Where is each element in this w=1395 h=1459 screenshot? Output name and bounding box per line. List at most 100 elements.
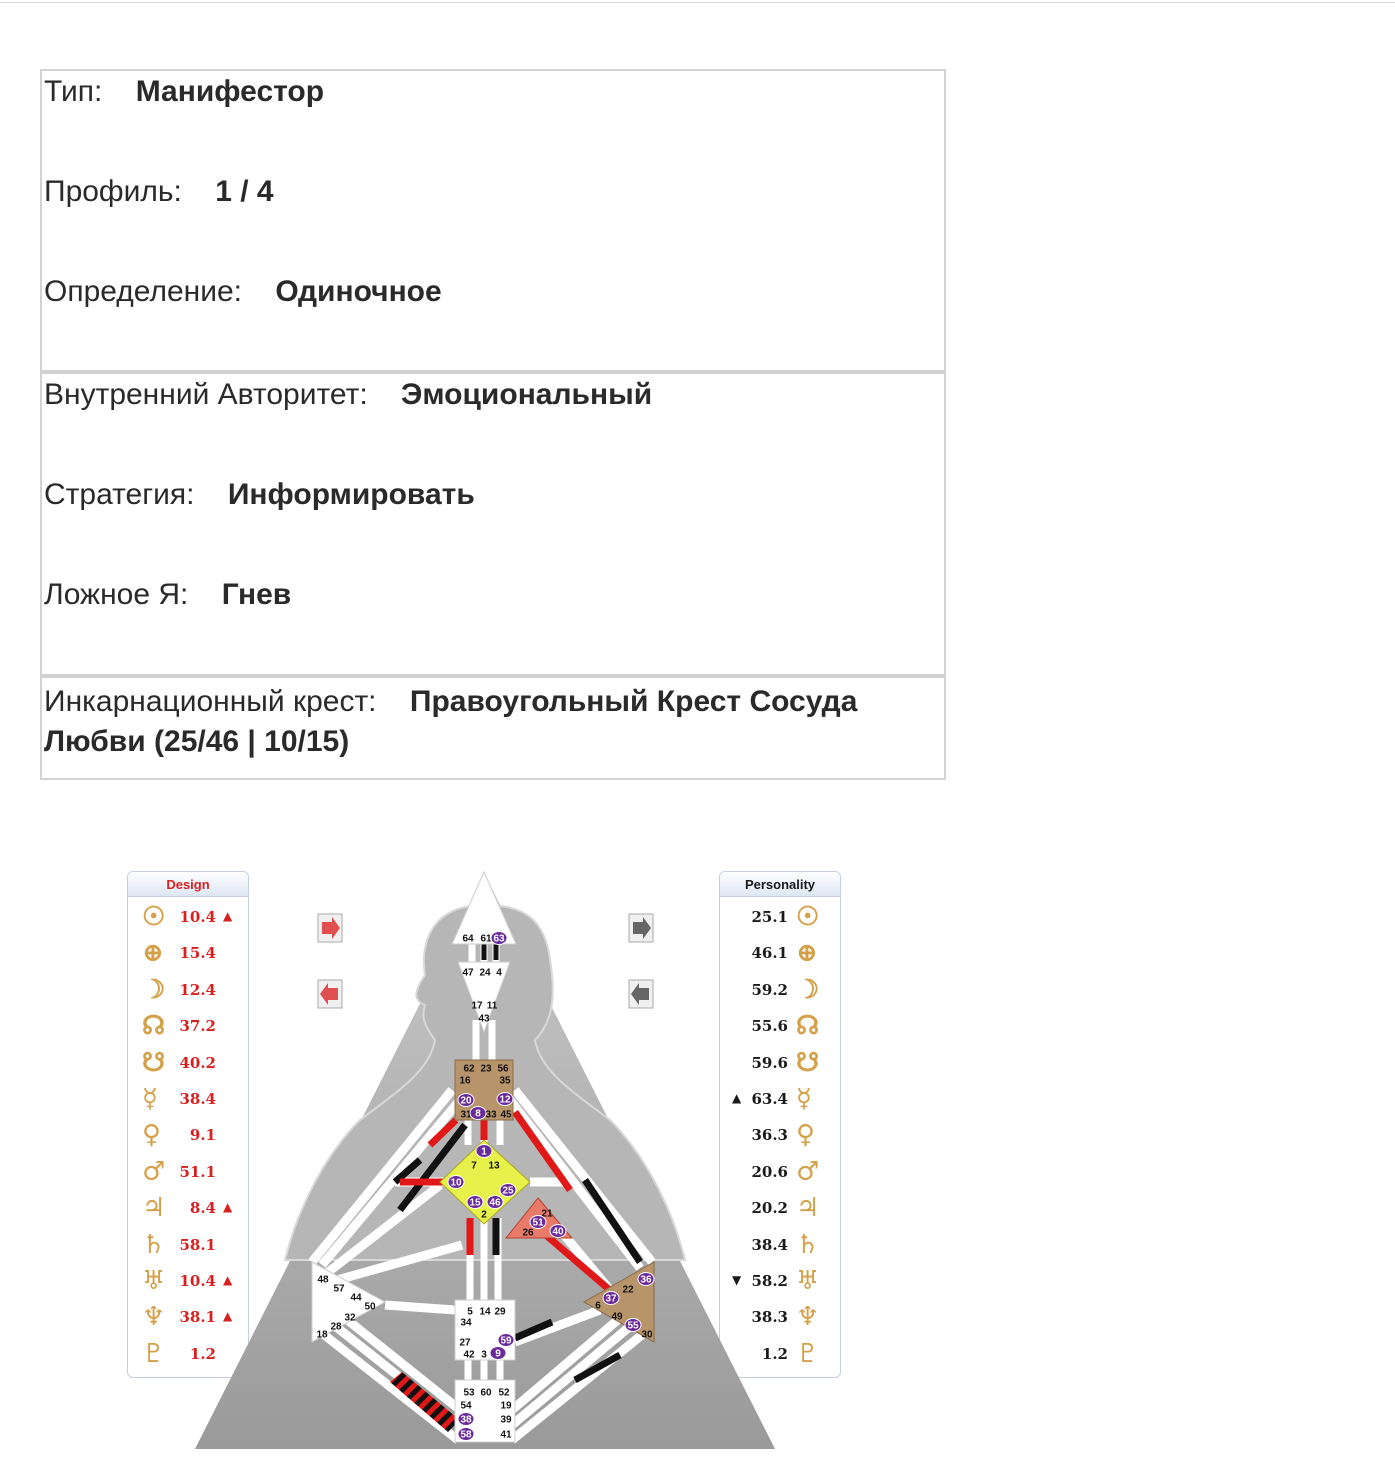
gate-34: 34 xyxy=(460,1318,472,1329)
north-node-icon: ☊ xyxy=(142,1011,166,1042)
planet-value: 38.3 xyxy=(751,1308,788,1327)
gate-7: 7 xyxy=(471,1161,477,1172)
arrow-left-icon xyxy=(320,983,338,1005)
personality-prev-button[interactable] xyxy=(628,979,654,1009)
gate-63: 63 xyxy=(490,931,508,945)
planet-value: 58.1 xyxy=(179,1235,216,1254)
spleen-center xyxy=(311,1261,387,1343)
definition-label: Определение: xyxy=(44,275,243,308)
gate-44: 44 xyxy=(350,1293,362,1304)
svg-text:12: 12 xyxy=(499,1095,511,1106)
gate-5: 5 xyxy=(467,1307,473,1318)
gate-48: 48 xyxy=(317,1275,329,1286)
gate-12: 12 xyxy=(496,1092,514,1106)
planet-value: 9.1 xyxy=(189,1126,216,1145)
planet-row: ♅10.4▲ xyxy=(128,1264,248,1300)
activation-mark: ▲ xyxy=(732,1091,742,1105)
svg-text:50: 50 xyxy=(364,1302,376,1313)
personality-panel-title: Personality xyxy=(720,872,840,897)
svg-text:53: 53 xyxy=(463,1388,475,1399)
gate-4: 4 xyxy=(496,968,502,979)
svg-text:62: 62 xyxy=(463,1064,475,1075)
svg-text:37: 37 xyxy=(605,1294,617,1305)
svg-text:10: 10 xyxy=(450,1178,462,1189)
saturn-icon: ♄ xyxy=(142,1229,166,1260)
cross-row: Инкарнационный крест: Правоугольный Крес… xyxy=(44,682,924,762)
svg-text:2: 2 xyxy=(481,1210,487,1221)
svg-text:31: 31 xyxy=(460,1110,472,1121)
gate-31: 31 xyxy=(460,1110,472,1121)
notself-row: Ложное Я: Гнев xyxy=(44,578,291,612)
svg-text:49: 49 xyxy=(611,1312,623,1323)
gate-33: 33 xyxy=(485,1110,497,1121)
svg-text:52: 52 xyxy=(498,1388,510,1399)
mercury-icon: ☿ xyxy=(796,1084,812,1114)
svg-text:22: 22 xyxy=(622,1285,634,1296)
moon-icon: ☽ xyxy=(142,974,166,1005)
mars-icon: ♂ xyxy=(142,1156,166,1187)
moon-icon: ☽ xyxy=(796,974,820,1005)
svg-text:20: 20 xyxy=(460,1096,472,1107)
notself-value: Гнев xyxy=(221,578,292,611)
gate-27: 27 xyxy=(459,1338,471,1349)
gate-16: 16 xyxy=(459,1076,471,1087)
svg-text:57: 57 xyxy=(333,1284,345,1295)
planet-value: 20.6 xyxy=(751,1162,788,1181)
gate-58: 58 xyxy=(457,1427,475,1441)
venus-icon: ♀ xyxy=(142,1120,162,1151)
gate-3: 3 xyxy=(481,1350,487,1361)
personality-next-button[interactable] xyxy=(628,913,654,943)
svg-text:16: 16 xyxy=(459,1076,471,1087)
earth-icon: ⊕ xyxy=(796,938,818,969)
svg-text:29: 29 xyxy=(494,1307,506,1318)
planet-row: ☉25.1 xyxy=(720,900,840,936)
gate-64: 64 xyxy=(462,934,474,945)
head-center xyxy=(451,870,517,945)
planet-value: 36.3 xyxy=(751,1126,788,1145)
channel-activation xyxy=(397,1122,468,1213)
svg-text:24: 24 xyxy=(479,968,491,979)
planet-row: ☋40.2 xyxy=(128,1046,248,1082)
arrow-left-icon xyxy=(631,983,649,1005)
gate-37: 37 xyxy=(602,1291,620,1305)
authority-row: Внутренний Авторитет: Эмоциональный xyxy=(44,378,652,412)
activation-mark: ▲ xyxy=(223,1273,233,1287)
channel-activation xyxy=(537,1227,615,1295)
svg-text:35: 35 xyxy=(499,1076,511,1087)
planet-row: ♅58.2▼ xyxy=(720,1264,840,1300)
gate-25: 25 xyxy=(499,1183,517,1197)
planet-value: 8.4 xyxy=(189,1199,216,1218)
jupiter-icon: ♃ xyxy=(142,1193,166,1224)
gate-61: 61 xyxy=(480,934,492,945)
svg-text:6: 6 xyxy=(595,1301,601,1312)
gate-21: 21 xyxy=(541,1209,553,1220)
gate-2: 2 xyxy=(481,1210,487,1221)
gate-22: 22 xyxy=(622,1285,634,1296)
jupiter-icon: ♃ xyxy=(796,1193,820,1224)
svg-text:23: 23 xyxy=(480,1064,492,1075)
svg-text:45: 45 xyxy=(500,1110,512,1121)
gate-17: 17 xyxy=(471,1001,483,1012)
arrow-right-icon xyxy=(633,917,651,939)
planet-row: ♇1.2 xyxy=(128,1337,248,1373)
design-next-button[interactable] xyxy=(317,913,343,943)
planet-row: ♂20.6 xyxy=(720,1155,840,1191)
svg-text:18: 18 xyxy=(316,1330,328,1341)
svg-text:17: 17 xyxy=(471,1001,483,1012)
svg-text:63: 63 xyxy=(493,934,505,945)
type-value: Манифестор xyxy=(135,75,325,108)
notself-label: Ложное Я: xyxy=(44,578,189,611)
gate-52: 52 xyxy=(498,1388,510,1399)
svg-text:43: 43 xyxy=(478,1014,490,1025)
gate-8: 8 xyxy=(469,1106,487,1120)
planet-row: ☽12.4 xyxy=(128,973,248,1009)
channel xyxy=(384,1300,456,1315)
svg-text:61: 61 xyxy=(480,934,492,945)
design-prev-button[interactable] xyxy=(317,979,343,1009)
svg-text:56: 56 xyxy=(497,1064,509,1075)
planet-value: 55.6 xyxy=(751,1017,788,1036)
gate-36: 36 xyxy=(637,1272,655,1286)
gate-51: 51 xyxy=(529,1215,547,1229)
